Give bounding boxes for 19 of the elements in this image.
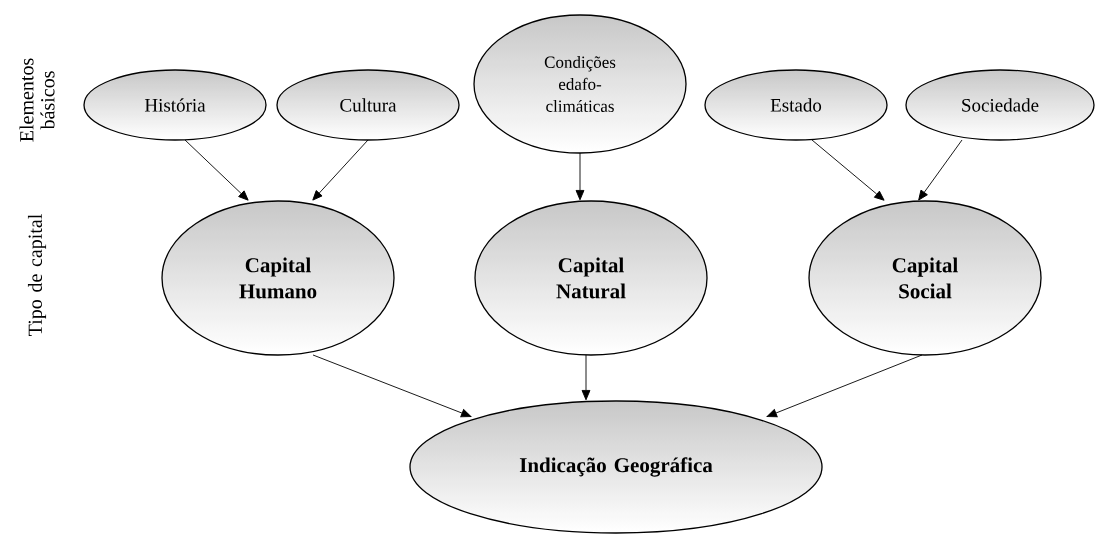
arrow <box>312 354 472 418</box>
arrow <box>575 152 585 201</box>
arrow <box>581 354 591 401</box>
arrow <box>766 354 923 418</box>
ellipse-node: Capital Social <box>808 200 1042 356</box>
arrow <box>184 139 249 201</box>
ellipse-node: Estado <box>704 69 888 141</box>
ellipse-node: Condições edafo-climáticas <box>473 14 687 154</box>
row-label: Elementos básicos <box>19 58 55 142</box>
ellipse-node: Indicação Geográfica <box>409 400 823 534</box>
ellipse-node: Cultura <box>276 69 460 141</box>
ellipse-node: História <box>83 69 267 141</box>
ellipse-node: Capital Natural <box>474 200 708 356</box>
arrow <box>811 139 885 201</box>
ellipse-node: Sociedade <box>905 69 1095 141</box>
row-label: Tipo de capital <box>27 214 47 336</box>
arrow <box>918 139 963 201</box>
arrow <box>312 139 369 201</box>
ellipse-node: Capital Humano <box>161 200 395 356</box>
